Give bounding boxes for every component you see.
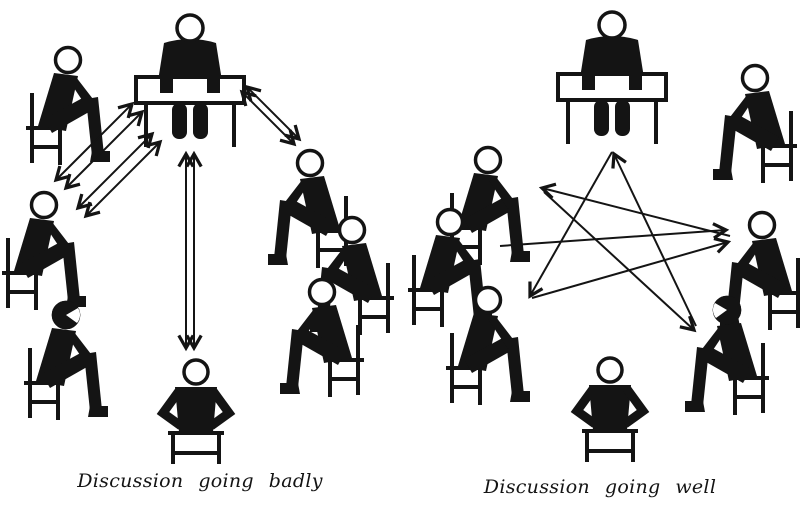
participant-back-view-icon: [577, 358, 643, 462]
caption-discussion-well: Discussion going well: [483, 476, 717, 498]
crosstalk-arrow-left-to-right: [499, 222, 730, 247]
crosstalk-arrow-top-to-lower-left: [528, 151, 613, 299]
participant-lower-left-icon: [444, 285, 532, 407]
participant-lower-left-icon: [24, 303, 108, 421]
crosstalk-arrow-upper-left-to-lower-right: [543, 191, 697, 333]
participant-upper-left-icon: [24, 45, 112, 167]
panel-discussion-badly: Discussion going badly: [0, 13, 396, 492]
participant-upper-right-icon: [266, 148, 354, 270]
two-way-arrow-leader-upper-right: [239, 84, 302, 147]
diagram-well: [406, 10, 800, 470]
participant-mid-left-icon: [0, 190, 88, 312]
participant-lower-right-icon: [278, 277, 366, 399]
caption-discussion-badly: Discussion going badly: [77, 470, 323, 492]
crosstalk-arrow-lower-right-to-top: [611, 151, 697, 327]
diagram-badly: [0, 13, 396, 470]
participant-back-view-icon: [163, 360, 229, 464]
crosstalk-arrow-right-to-upper-left: [538, 182, 731, 237]
participant-lower-right-icon: [685, 298, 769, 416]
leader-at-table-icon: [556, 10, 668, 146]
two-way-arrow-leader-mid-left: [75, 131, 163, 219]
panel-discussion-well: Discussion going well: [400, 0, 800, 507]
leader-at-table-icon: [134, 13, 246, 149]
participant-upper-right-icon: [711, 63, 799, 185]
two-way-arrow-leader-bottom: [177, 150, 203, 352]
